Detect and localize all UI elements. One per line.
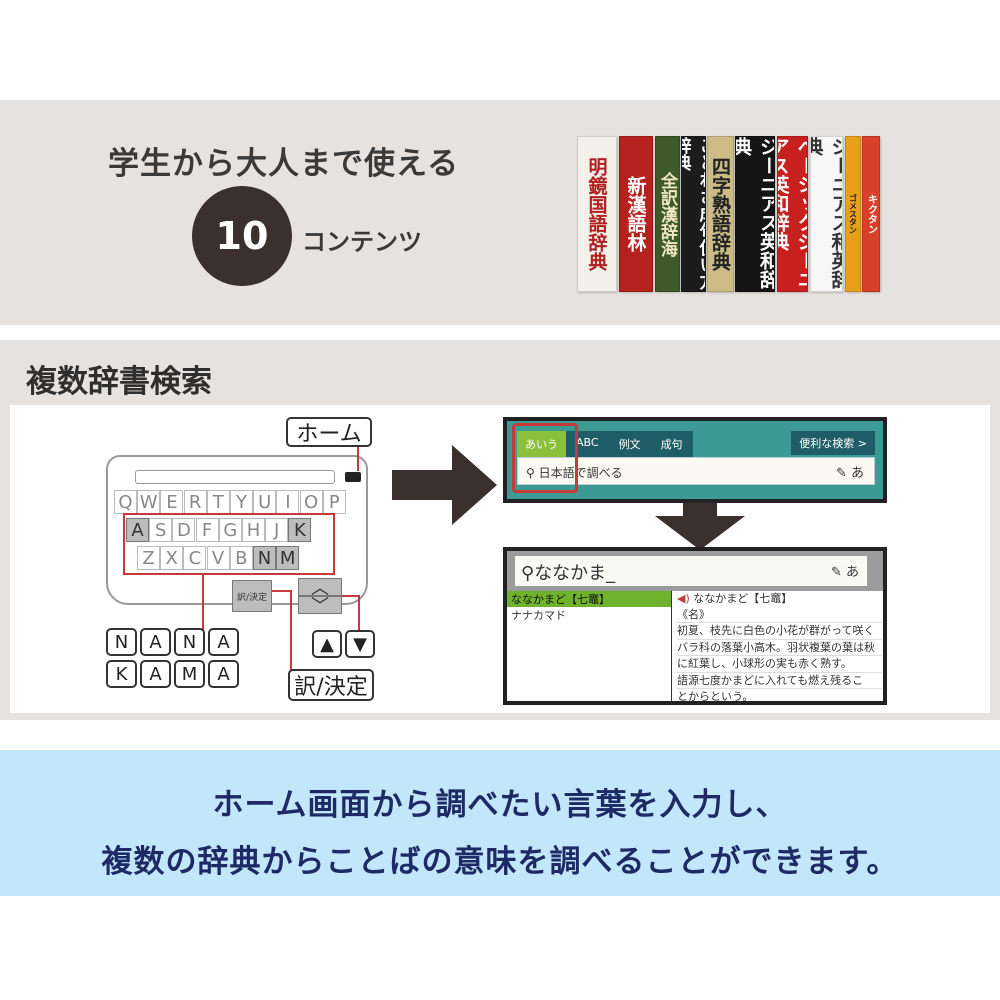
input-key: N [174, 628, 205, 656]
book-cover: ベーシックジーニアス英和辞典 [777, 136, 808, 292]
book-cover: 新漢語林 [619, 136, 653, 292]
key-x: X [160, 546, 184, 570]
key-j: J [265, 518, 289, 542]
key-s: S [149, 518, 173, 542]
enter-label: 訳/決定 [288, 669, 374, 701]
tab-abc[interactable]: ABC [566, 431, 609, 457]
book-cover: 全訳漢辞海 [655, 136, 680, 292]
book-cover: ゴメスタン [845, 136, 861, 292]
entry-line: とからという。 [677, 689, 882, 701]
book-cover: 四字熟語辞典 [707, 136, 734, 292]
input-key: A [140, 660, 171, 688]
speaker-icon: ◀) [677, 592, 690, 605]
section-title: 複数辞書検索 [26, 364, 212, 400]
arrow-up-label: ▲ [312, 630, 342, 658]
home-screen: あいう ABC 例文 成句 便利な検索 > ⚲ 日本語で調べる✎ あ [503, 417, 887, 503]
entry-line: に紅葉し、小球形の実も赤く熟す。 [677, 656, 882, 673]
key-k: K [288, 518, 312, 542]
message-band [0, 750, 1000, 896]
message-line-1: ホーム画面から調べたい言葉を入力し、 [212, 787, 788, 823]
input-key: A [208, 628, 239, 656]
key-z: Z [137, 546, 160, 570]
arrow-down-label: ▼ [345, 630, 375, 658]
book-cover: ジーニアス英和辞典 [735, 136, 775, 292]
key-q: Q [114, 490, 137, 514]
book-cover: ことわざ成句使い方辞典 [681, 136, 706, 292]
query-text: ななかま_ [534, 563, 616, 584]
book-cover: キクタン [862, 136, 880, 292]
result-item[interactable]: ナナカマド [511, 609, 566, 622]
key-w: W [137, 490, 161, 514]
tab-highlight-outline [512, 423, 578, 493]
input-key: K [106, 660, 137, 688]
key-u: U [253, 490, 277, 514]
key-i: I [276, 490, 300, 514]
key-t: T [206, 490, 230, 514]
entry-line: 語源七度かまどに入れても燃え残るこ [677, 673, 882, 689]
result-screen: ⚲ななかま_✎ あ ななかまど【七竈】 ナナカマド ◀) ななかまど【七竈】 《… [503, 547, 887, 705]
function-key-row [135, 470, 335, 484]
convenient-search-button[interactable]: 便利な検索 > [791, 431, 875, 455]
result-list: ななかまど【七竈】 ナナカマド [507, 591, 672, 701]
key-a: A [126, 518, 149, 542]
book-cover: 明鏡国語辞典 [577, 136, 617, 292]
tab-aiu[interactable]: あいう [517, 431, 566, 457]
headline: 学生から大人まで使える [108, 146, 460, 182]
entry-head: ◀) ななかまど【七竈】 [677, 592, 793, 605]
entry-body: 《名》初夏、枝先に白色の小花が群がって咲くバラ科の落葉小高木。羽状複葉の葉は秋に… [677, 607, 882, 701]
edit-icon: ✎ あ [835, 466, 864, 481]
key-d: D [172, 518, 196, 542]
key-m: M [276, 546, 300, 570]
enter-key: 訳/決定 [232, 580, 272, 612]
input-key: M [174, 660, 205, 688]
home-key [345, 472, 361, 482]
input-key: A [140, 628, 171, 656]
key-r: R [183, 490, 207, 514]
key-h: H [242, 518, 265, 542]
tab-idiom[interactable]: 成句 [650, 431, 693, 457]
entry-line: 《名》 [677, 607, 882, 623]
key-n: N [253, 546, 276, 570]
key-p: P [322, 490, 346, 514]
arrow-right-icon [392, 445, 502, 525]
key-b: B [229, 546, 253, 570]
key-o: O [299, 490, 323, 514]
arrow-down-icon [655, 498, 745, 550]
key-e: E [160, 490, 184, 514]
query-input[interactable]: ⚲ななかま_✎ あ [515, 556, 867, 586]
down-key: ﹀ [298, 596, 342, 617]
tab-example[interactable]: 例文 [608, 431, 651, 457]
book-cover: ジーニアス和英辞典 [810, 136, 843, 292]
key-f: F [195, 518, 219, 542]
up-key: ︿ [298, 578, 342, 599]
home-label: ホーム [286, 417, 372, 447]
entry-line: バラ科の落葉小高木。羽状複葉の葉は秋 [677, 640, 882, 656]
message-line-2: 複数の辞典からことばの意味を調べることができます。 [101, 844, 899, 880]
key-v: V [206, 546, 230, 570]
key-c: C [183, 546, 207, 570]
input-key: A [208, 660, 239, 688]
result-item[interactable]: ななかまど【七竈】 [507, 591, 671, 607]
count-suffix: コンテンツ [302, 228, 422, 256]
entry-pane: ◀) ななかまど【七竈】 《名》初夏、枝先に白色の小花が群がって咲くバラ科の落葉… [677, 591, 882, 701]
entry-line: 初夏、枝先に白色の小花が群がって咲く [677, 623, 882, 640]
search-placeholder: 日本語で調べる [538, 466, 623, 480]
letter-area-outline [123, 513, 335, 575]
key-y: Y [230, 490, 253, 514]
input-key: N [106, 628, 137, 656]
key-g: G [218, 518, 242, 542]
count-badge: 10 [192, 186, 292, 286]
edit-icon: ✎ あ [830, 565, 859, 580]
